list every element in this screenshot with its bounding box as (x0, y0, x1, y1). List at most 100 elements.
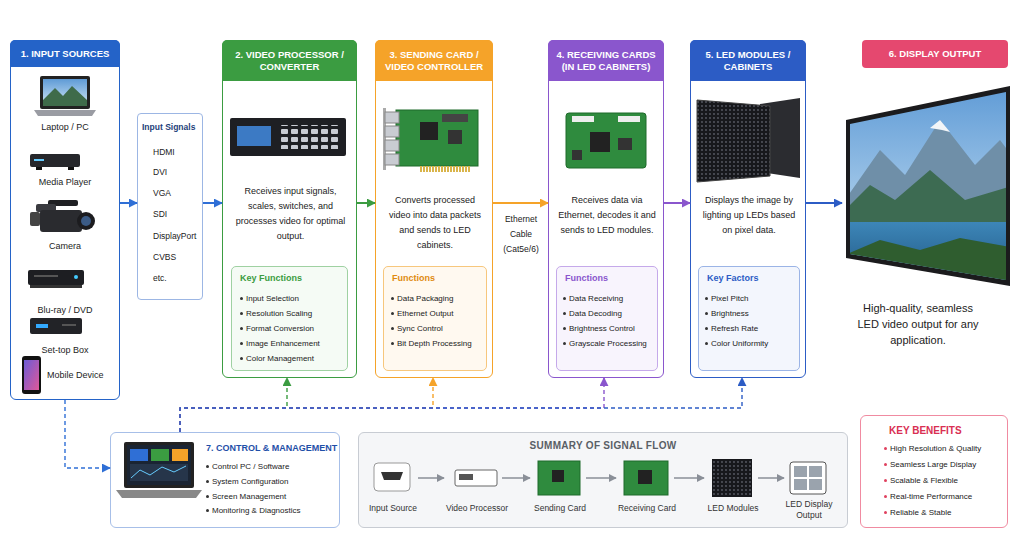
connector-layer (65, 203, 842, 468)
summary-icons (459, 474, 473, 480)
panel-heading: 7. CONTROL & MANAGEMENT (206, 443, 340, 454)
set-top-box-icon (62, 324, 76, 326)
control-laptop-icon (131, 466, 186, 478)
step-label: LED Modules (700, 503, 766, 514)
output-panel: 6. DISPLAY OUTPUT High-quality, seamless … (842, 40, 1014, 356)
control-laptop-icon (124, 442, 194, 488)
phone-icon (22, 356, 41, 394)
connector (357, 202, 375, 204)
stage-heading: 6. DISPLAY OUTPUT (862, 40, 1008, 68)
receiving-card-icon (572, 150, 582, 160)
list-item: Control PC / Software (212, 461, 337, 472)
control-laptop-icon (172, 449, 188, 461)
signal-name: DVI (153, 167, 201, 178)
list-heading: Functions (392, 273, 484, 284)
led-display-icon (845, 238, 1015, 290)
stage-box: 3. SENDING CARD / VIDEO CONTROLLERConver… (375, 40, 493, 378)
edge-label: Ethernet Cable (Cat5e/6) (497, 212, 545, 257)
list-item: Color Management (246, 353, 347, 364)
description-text: Receives data via Ethernet, decodes it a… (556, 193, 658, 238)
media-player-icon (34, 159, 44, 161)
led-display-icon (845, 85, 1015, 292)
device-label: Laptop / PC (11, 122, 119, 133)
media-player-icon (30, 154, 80, 170)
set-top-box-icon (30, 318, 82, 334)
step-label: Video Processor (444, 503, 510, 514)
list-item: Color Uniformity (711, 338, 799, 349)
connector (180, 378, 433, 432)
list-item: Seamless Large Display (890, 459, 1002, 470)
list-item: Screen Management (212, 491, 337, 502)
led-cabinet-icon (760, 98, 800, 178)
led-display-icon (845, 85, 1015, 285)
list-item: Refresh Rate (711, 323, 799, 334)
led-cabinet-icon (697, 98, 800, 182)
stage-heading: 5. LED MODULES / CABINETS (690, 40, 806, 81)
stage-box: 5. LED MODULES / CABINETSDisplays the im… (690, 40, 806, 378)
camera-icon (48, 200, 78, 206)
receiving-card-icon (566, 113, 646, 168)
led-display-icon (845, 222, 1015, 292)
camera-icon (30, 200, 95, 232)
list-item: Data Receiving (569, 293, 657, 304)
connector (180, 378, 742, 432)
stage-heading: 1. INPUT SOURCES (10, 40, 120, 67)
function-box: FunctionsData ReceivingData DecodingBrig… (556, 266, 658, 371)
description-text: High-quality, seamless LED video output … (852, 300, 984, 348)
function-box: FunctionsData PackagingEthernet OutputSy… (383, 266, 487, 371)
list-heading: Key Factors (707, 273, 797, 284)
stage-box: 4. RECEIVING CARDS (IN LED CABINETS)Rece… (548, 40, 664, 378)
phone-icon (24, 360, 39, 390)
sending-card-icon (442, 114, 468, 122)
signal-name: etc. (153, 273, 201, 284)
step-label: Receiving Card (614, 503, 680, 514)
device-label: Media Player (11, 177, 119, 188)
camera-icon (81, 216, 91, 226)
sending-card-icon (420, 166, 470, 172)
summary-arrows (502, 477, 530, 479)
receiving-card-icon (590, 132, 610, 152)
led-display-icon (846, 86, 1010, 286)
step-label: Input Source (360, 503, 426, 514)
control-laptop-icon (130, 449, 148, 461)
list-item: Pixel Pitch (711, 293, 799, 304)
signal-name: CVBS (153, 252, 201, 263)
receiving-card-icon (566, 113, 646, 168)
list-item: Input Selection (246, 293, 347, 304)
summary-icons (794, 466, 807, 477)
list-heading: Input Signals (142, 122, 202, 133)
control-laptop-icon (116, 442, 202, 498)
laptop-icon (34, 76, 96, 116)
summary-icons (794, 479, 807, 490)
list-item: Monitoring & Diagnostics (212, 505, 337, 516)
sending-card-icon (383, 108, 386, 170)
summary-icons (374, 463, 410, 491)
summary-icons (374, 459, 826, 497)
summary-icons (381, 472, 403, 480)
set-top-box-icon (36, 324, 48, 328)
camera-icon (77, 212, 95, 230)
sending-card-icon (385, 154, 399, 165)
panel-heading: SUMMARY OF SIGNAL FLOW (359, 440, 847, 453)
signal-name: HDMI (153, 147, 201, 158)
step-label: LED Display Output (781, 499, 837, 521)
video-processor-icon (237, 126, 271, 146)
connector (664, 202, 690, 204)
sending-card-icon (420, 122, 438, 140)
connector (120, 202, 137, 204)
summary-icons (712, 459, 752, 497)
list-item: Image Enhancement (246, 338, 347, 349)
control-laptop-icon (116, 490, 202, 498)
list-item: Reliable & Stable (890, 507, 1002, 518)
media-player-icon (36, 167, 42, 170)
signal-name: SDI (153, 209, 201, 220)
list-item: Bit Depth Processing (397, 338, 486, 349)
function-box: Key FactorsPixel PitchBrightnessRefresh … (698, 266, 800, 371)
sending-card-icon (385, 112, 399, 123)
receiving-card-icon (618, 138, 632, 150)
bluray-player-icon (34, 275, 58, 277)
sending-card-icon (383, 108, 478, 172)
bluray-player-icon (74, 275, 78, 279)
